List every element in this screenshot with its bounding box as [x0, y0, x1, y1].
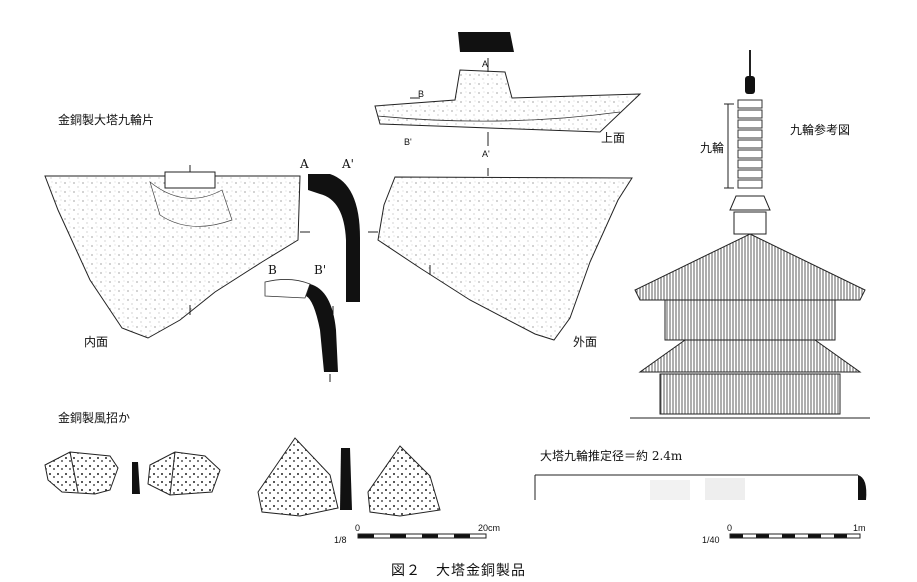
section-a-label: A [300, 157, 309, 171]
diameter-label: 大塔九輪推定径＝約 2.4m [540, 449, 683, 463]
fusho-fragments [44, 437, 441, 517]
kurin-reference-label: 九輪参考図 [790, 123, 851, 137]
top-b-prime-label: B' [404, 137, 412, 147]
section-b-profile [264, 279, 338, 382]
inner-face-fragment [44, 165, 310, 339]
pagoda-reference [630, 50, 870, 419]
scale-bar-left [357, 533, 487, 539]
top-face-label: 上面 [601, 131, 626, 145]
kurin-rings [737, 99, 763, 189]
scale-right-end: 1m [853, 523, 866, 533]
section-a-prime-label: A' [342, 157, 354, 171]
top-a-label: A [482, 59, 489, 69]
fusho-label: 金銅製風招か [58, 411, 131, 425]
top-view-fragment [374, 32, 642, 146]
inner-face-label: 内面 [84, 335, 109, 349]
top-a-prime-label: A' [482, 149, 490, 159]
section-b-label: B [268, 263, 277, 277]
scale-left-start: 0 [355, 523, 361, 533]
outer-face-label: 外面 [573, 335, 598, 349]
kurin-label: 九輪 [700, 141, 725, 155]
scale-right-start: 0 [727, 523, 733, 533]
scale-bar-right [729, 533, 861, 539]
scale-left-end: 20cm [478, 523, 501, 533]
figure-caption: 図２ 大塔金銅製品 [391, 563, 526, 579]
outer-face-fragment [368, 168, 633, 341]
scale-right-ratio: 1/40 [702, 535, 720, 545]
main-title-label: 金銅製大塔九輪片 [58, 113, 155, 127]
section-b-prime-label: B' [314, 263, 327, 277]
diameter-profile [534, 474, 867, 500]
scale-left-ratio: 1/8 [334, 535, 347, 545]
top-b-label: B [418, 89, 425, 99]
